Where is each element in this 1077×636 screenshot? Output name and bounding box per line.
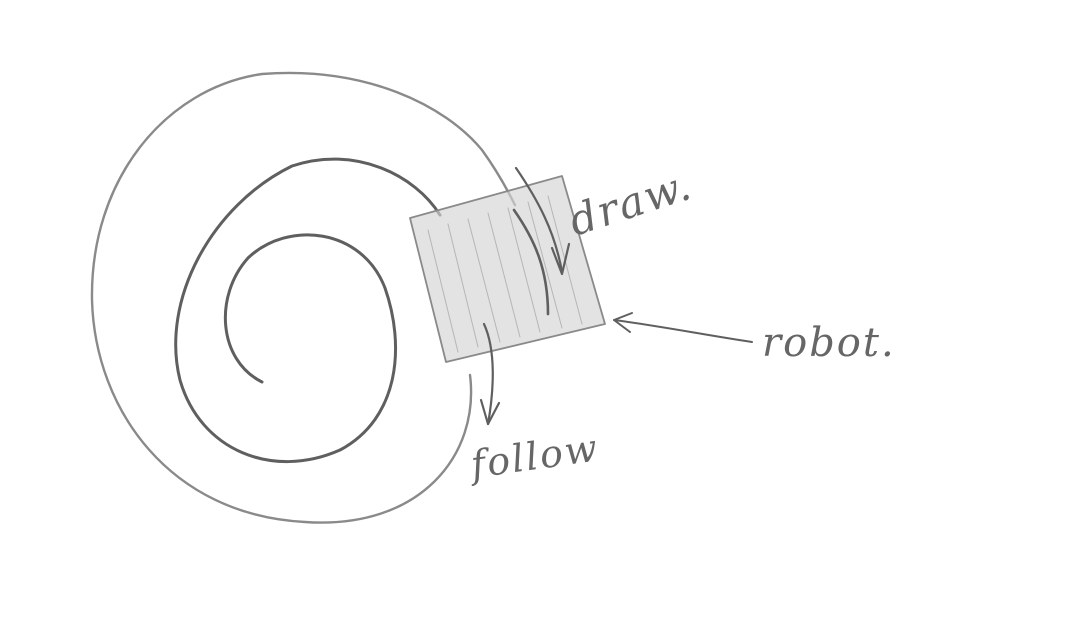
draw-arrowhead-icon <box>550 242 571 276</box>
robot-pointer-arrow <box>613 312 753 343</box>
follow-label: follow <box>465 425 601 487</box>
robot-label: robot. <box>762 320 896 366</box>
draw-arrow-shaft <box>514 166 564 274</box>
spiral-outer-loop <box>90 71 517 524</box>
robot-pen-line <box>512 208 550 316</box>
spiral-path <box>174 157 442 464</box>
draw-arrow <box>514 166 571 276</box>
follow-arrow-shaft <box>482 322 494 426</box>
robot-arrow-shaft <box>613 319 753 343</box>
robot-block <box>409 175 606 363</box>
draw-label: draw. <box>563 160 698 246</box>
robot-body <box>409 175 606 363</box>
follow-arrowhead-icon <box>479 398 501 426</box>
robot-hatching <box>427 195 583 353</box>
robot-arrowhead-icon <box>613 312 633 333</box>
follow-arrow <box>479 322 501 426</box>
